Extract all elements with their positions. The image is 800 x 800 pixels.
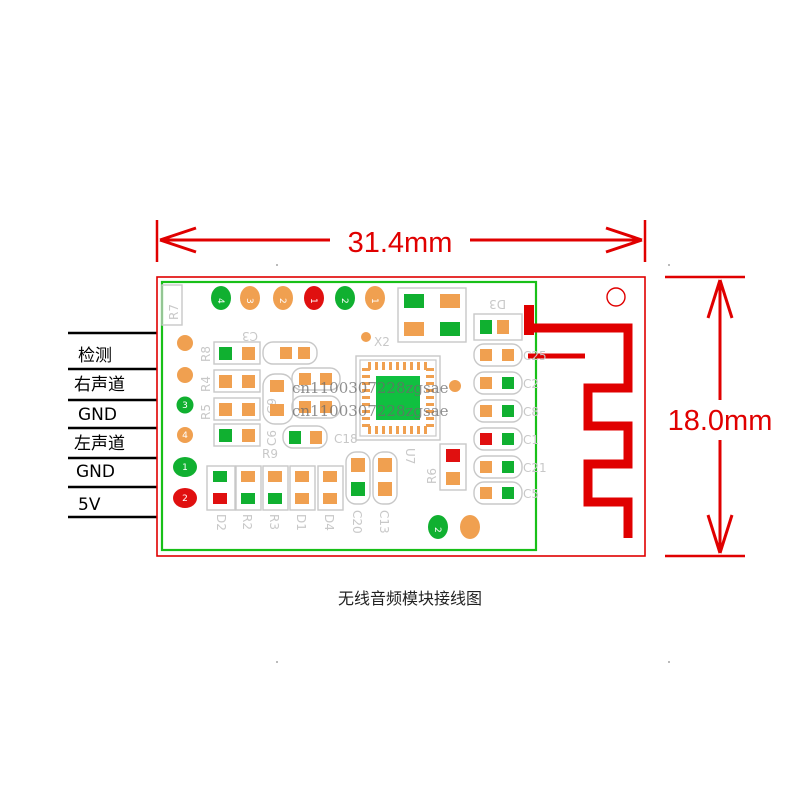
main-ic	[359, 359, 437, 437]
label-c3: C3	[242, 329, 258, 343]
label-r7: R7	[167, 304, 181, 320]
corner-marks	[276, 264, 670, 663]
label-c21: C21	[523, 461, 547, 475]
label-c2: C2	[523, 377, 539, 391]
edge-pin-pads: 3 4 1 2	[173, 335, 197, 508]
pin-leads	[68, 331, 157, 519]
pcb-antenna	[524, 305, 633, 538]
pin-label-detect: 检测	[78, 346, 112, 366]
watermark-line-1: cn1100307228zgsae	[292, 379, 449, 397]
top-pad-3	[273, 286, 293, 310]
pin-pad-right	[177, 367, 193, 383]
pin-labels: 检测 右声道 GND 左声道 GND 5V	[74, 346, 125, 515]
top-pad-1	[211, 286, 231, 310]
pin-label-gnd-1: GND	[78, 405, 117, 425]
label-r5: R5	[199, 404, 213, 420]
pin-label-right-channel: 右声道	[74, 375, 125, 395]
height-dimension: 18.0mm	[665, 275, 773, 558]
label-d4: D4	[322, 514, 336, 531]
width-label: 31.4mm	[348, 227, 453, 259]
pin-label-gnd-2: GND	[76, 462, 115, 482]
vias	[361, 332, 461, 392]
label-c6: C6	[265, 430, 279, 446]
label-d3: D3	[489, 297, 506, 311]
width-dimension: 31.4mm	[155, 220, 647, 262]
label-c13: C13	[377, 510, 391, 534]
keepout-outline	[160, 280, 538, 552]
label-u7: U7	[403, 448, 417, 464]
height-label: 18.0mm	[668, 405, 773, 437]
label-r3: R3	[267, 514, 281, 530]
label-d2: D2	[214, 514, 228, 531]
pin-pad-gnd-1-number: 3	[182, 401, 188, 411]
watermark-line-2: cn1100307228zgsae	[292, 402, 449, 420]
label-r6: R6	[425, 468, 439, 484]
top-pad-2	[240, 286, 260, 310]
bottom-right-pads: 2	[428, 515, 480, 539]
pin-pad-5v	[173, 488, 197, 508]
top-pad-5-number: 2	[339, 298, 349, 304]
top-pad-4-number: 1	[308, 298, 318, 304]
label-c1: C1	[523, 433, 539, 447]
silkscreen	[161, 284, 523, 511]
pin-pad-5v-number: 2	[182, 494, 188, 504]
label-r8: R8	[199, 346, 213, 362]
label-d1: D1	[294, 514, 308, 531]
pin-pad-left-number: 4	[182, 431, 188, 441]
pin-pad-gnd-1	[176, 396, 194, 414]
pin-label-5v: 5V	[78, 495, 101, 515]
label-r9: R9	[262, 447, 278, 461]
label-c18: C18	[334, 432, 358, 446]
label-c5: C5	[523, 487, 539, 501]
pin-pad-left	[177, 427, 193, 443]
label-c25: C25	[523, 349, 547, 363]
top-pad-3-number: 2	[277, 298, 287, 304]
label-r2: R2	[240, 514, 254, 530]
pin-pad-detect	[177, 335, 193, 351]
top-row-pads: 4 3 2 1 2 1	[211, 286, 385, 310]
diagram-caption: 无线音频模块接线图	[338, 589, 482, 608]
smd-pads	[213, 294, 514, 504]
pin-pad-gnd-2-number: 1	[182, 463, 188, 473]
top-pad-5	[335, 286, 355, 310]
label-c20: C20	[350, 510, 364, 534]
label-c8: C8	[523, 405, 539, 419]
top-pad-6-number: 1	[369, 298, 379, 304]
silkscreen-labels: R7 R8 R4 R5 C3 C6 C9 R9 C18 X2 D3 U7 R6 …	[167, 297, 547, 534]
top-pad-1-number: 4	[215, 298, 225, 304]
pin-pad-gnd-2	[173, 457, 197, 477]
mounting-hole	[606, 287, 626, 307]
top-pad-2-number: 3	[244, 298, 254, 304]
bottom-pad-number: 2	[432, 527, 442, 533]
top-pad-4	[304, 286, 324, 310]
label-x2: X2	[374, 335, 390, 349]
pin-label-left-channel: 左声道	[74, 434, 125, 454]
label-r4: R4	[199, 376, 213, 392]
top-pad-6	[365, 286, 385, 310]
